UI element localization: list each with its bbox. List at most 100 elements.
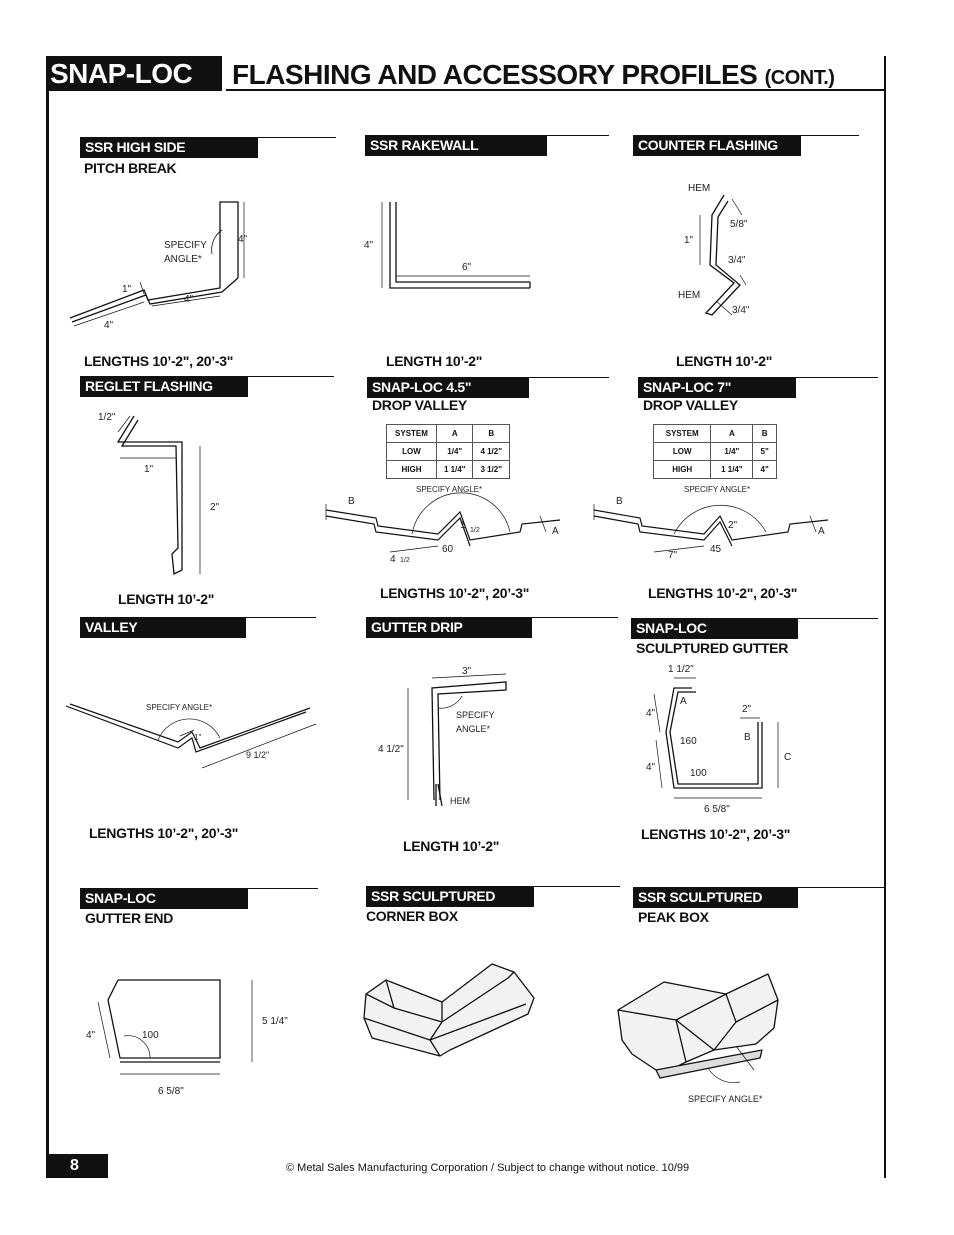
table-header-row: SYSTEM A B — [652, 424, 777, 443]
drawing-counter-flashing: HEM 5/8" 1" 3/4" HEM 3/4" — [678, 183, 750, 316]
lengths-ssr-high-side: LENGTHS 10’-2", 20’-3" — [84, 353, 234, 369]
dim-text: 6 5/8" — [704, 804, 730, 815]
dim-text: 3/4" — [732, 305, 750, 316]
section-label-gutter-drip: GUTTER DRIP — [366, 617, 532, 638]
dim-text: 4" — [86, 1030, 96, 1041]
lengths-sculptured-gutter: LENGTHS 10’-2", 20’-3" — [641, 826, 791, 842]
table-row: HIGH 1 1/4" 4" — [652, 460, 777, 479]
section-label-ssr-rakewall: SSR RAKEWALL — [365, 135, 547, 156]
dim-text: 4" — [104, 320, 114, 331]
dim-text: 6 5/8" — [158, 1086, 184, 1097]
section-rule — [529, 377, 609, 378]
table-cell: 1 1/4" — [435, 460, 474, 479]
section-rule — [801, 135, 859, 136]
spec-table-snaploc-7: SYSTEM A B LOW 1/4" 5" HIGH 1 1/4" 4" — [652, 424, 777, 479]
drawing-peak-box: SPECIFY ANGLE* — [617, 973, 779, 1104]
section-sub-drop-valley: DROP VALLEY — [643, 397, 738, 413]
section-rule — [258, 137, 336, 138]
drawing-snaploc-7-drop-valley: B SPECIFY ANGLE* 2" A 7" 45 — [593, 485, 829, 561]
page-title: FLASHING AND ACCESSORY PROFILES (CONT.) — [232, 58, 835, 91]
section-rule — [534, 886, 620, 887]
lengths-gutter-drip: LENGTH 10’-2" — [403, 838, 500, 854]
dim-text: 160 — [680, 736, 697, 747]
dim-text: 1 — [460, 520, 466, 531]
dim-text: SPECIFY ANGLE* — [684, 485, 750, 494]
table-cell: 3 1/2" — [472, 460, 510, 479]
drawing-valley: SPECIFY ANGLE* 1" 9 1/2" — [65, 703, 317, 769]
dim-text: 1" — [122, 284, 132, 295]
dim-text: 1" — [684, 235, 694, 246]
dim-text: SPECIFY ANGLE* — [416, 485, 482, 494]
footer-copyright: © Metal Sales Manufacturing Corporation … — [286, 1162, 690, 1174]
dim-text: 2" — [728, 520, 738, 531]
dim-text: 2" — [742, 704, 752, 715]
drawing-ssr-high-side: SPECIFY ANGLE* 4" 4" 1" 4" — [69, 201, 248, 331]
dim-text: ANGLE* — [456, 724, 491, 734]
dim-text: 1/2 — [400, 557, 410, 564]
drawing-gutter-drip: 3" SPECIFY ANGLE* 4 1/2" HEM — [378, 666, 507, 807]
section-sub-pitch-break: PITCH BREAK — [84, 160, 177, 176]
dim-text: B — [616, 496, 623, 507]
section-sub-drop-valley: DROP VALLEY — [372, 397, 467, 413]
lengths-snaploc-7: LENGTHS 10’-2", 20’-3" — [648, 585, 798, 601]
page-title-suffix: (CONT.) — [764, 67, 835, 89]
lengths-ssr-rakewall: LENGTH 10’-2" — [386, 353, 483, 369]
section-rule — [532, 617, 618, 618]
spec-table-snaploc-45: SYSTEM A B LOW 1/4" 4 1/2" HIGH 1 1/4" 3… — [386, 424, 510, 479]
dim-text: 4 1/2" — [378, 744, 404, 755]
section-rule — [248, 888, 318, 889]
table-cell: 1 1/4" — [710, 460, 754, 479]
section-rule — [798, 887, 884, 888]
product-badge: SNAP-LOC 24 — [46, 56, 222, 124]
dim-text: 4" — [238, 234, 248, 245]
dim-text: A — [552, 526, 559, 537]
dim-text: SPECIFY — [164, 240, 207, 251]
table-cell: LOW — [386, 442, 437, 461]
drawing-sculptured-gutter: 1 1/2" A 4" 2" B 160 4" 100 C 6 5/8" — [646, 664, 791, 815]
dim-text: 9 1/2" — [246, 750, 269, 760]
table-cell: A — [710, 424, 754, 443]
section-label-snaploc-45: SNAP-LOC 4.5" — [367, 377, 529, 398]
dim-text: 1/2" — [98, 412, 116, 423]
dim-text: SPECIFY ANGLE* — [688, 1094, 763, 1104]
section-label-reglet-flashing: REGLET FLASHING — [80, 376, 248, 397]
header-rule — [226, 89, 886, 91]
lengths-valley: LENGTHS 10’-2", 20’-3" — [89, 825, 239, 841]
table-row: HIGH 1 1/4" 3 1/2" — [386, 460, 510, 479]
table-cell: 4 1/2" — [472, 442, 510, 461]
section-sub-sculptured-gutter: SCULPTURED GUTTER — [636, 640, 789, 656]
drawing-gutter-end: 4" 100 5 1/4" 6 5/8" — [86, 979, 288, 1097]
dim-text: 4" — [364, 240, 374, 251]
dim-text: SPECIFY ANGLE* — [146, 703, 212, 712]
dim-text: 3/4" — [728, 255, 746, 266]
section-rule — [796, 377, 878, 378]
dim-text: 45 — [710, 544, 722, 555]
dim-text: 4" — [184, 294, 194, 305]
dim-text: 100 — [690, 768, 707, 779]
table-cell: LOW — [652, 442, 712, 461]
lengths-counter-flashing: LENGTH 10’-2" — [676, 353, 773, 369]
dim-text: 1/2 — [470, 527, 480, 534]
lengths-snaploc-45: LENGTHS 10’-2", 20’-3" — [380, 585, 530, 601]
section-label-snaploc-7: SNAP-LOC 7" — [638, 377, 796, 398]
drawing-corner-box — [363, 963, 535, 1057]
drawing-ssr-rakewall: 4" 6" — [364, 202, 531, 289]
left-margin-rule — [46, 56, 49, 1178]
dim-text: 3" — [462, 666, 472, 677]
table-cell: 4" — [752, 460, 777, 479]
dim-text: HEM — [450, 796, 470, 806]
dim-text: 6" — [462, 262, 472, 273]
section-rule — [547, 135, 609, 136]
right-margin-rule — [884, 56, 886, 1178]
page-number: 8 — [46, 1154, 108, 1178]
section-rule — [248, 376, 334, 377]
section-label-snaploc-sculptured-gutter: SNAP-LOC — [631, 618, 798, 639]
dim-text: B — [744, 732, 751, 743]
table-cell: HIGH — [386, 460, 437, 479]
dim-text: 4" — [646, 708, 656, 719]
dim-text: HEM — [678, 290, 700, 301]
dim-text: 5/8" — [730, 219, 748, 230]
dim-text: C — [784, 752, 791, 763]
section-label-snaploc-gutter-end: SNAP-LOC — [80, 888, 248, 909]
section-sub-gutter-end: GUTTER END — [85, 910, 174, 926]
